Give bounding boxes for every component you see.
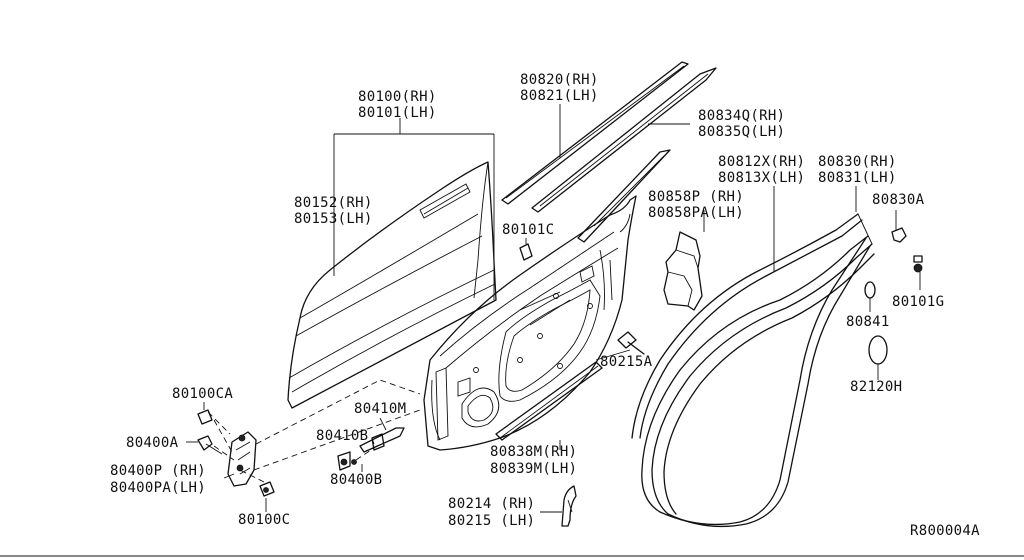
- label-80831: 80831(LH): [818, 170, 897, 186]
- label-80834q: 80834Q(RH): [698, 108, 785, 124]
- assembly-lines: [207, 379, 421, 483]
- label-80835q: 80835Q(LH): [698, 124, 785, 140]
- door-weatherstrip: [631, 213, 875, 528]
- clip-80101c: [519, 243, 533, 261]
- sash-cover: [663, 231, 703, 311]
- plate-80214: [561, 485, 577, 527]
- label-80858pa: 80858PA(LH): [648, 205, 744, 221]
- door-outer-skin: [287, 161, 497, 409]
- label-80820: 80820(RH): [520, 72, 599, 88]
- label-80101g: 80101G: [892, 294, 944, 310]
- label-80410b: 80410B: [316, 428, 368, 444]
- label-80153: 80153(LH): [294, 211, 373, 227]
- label-80858p: 80858P (RH): [648, 189, 744, 205]
- door-inner-panel: [423, 195, 637, 451]
- label-80400b: 80400B: [330, 472, 382, 488]
- label-80400p: 80400P (RH): [110, 463, 206, 479]
- label-80830: 80830(RH): [818, 154, 897, 170]
- label-80813x: 80813X(LH): [718, 170, 805, 186]
- label-82120h: 82120H: [850, 379, 902, 395]
- reference-code: R800004A: [910, 523, 980, 539]
- leader-lines: [186, 104, 921, 513]
- plug-80841: [864, 281, 876, 299]
- clip-80830a: [891, 227, 907, 243]
- label-80830a: 80830A: [872, 192, 925, 208]
- nut-80100ca: [197, 409, 213, 425]
- label-80101c: 80101C: [502, 222, 554, 238]
- label-80214: 80214 (RH): [448, 496, 535, 512]
- bolt-80400a: [197, 435, 213, 451]
- label-80100ca: 80100CA: [172, 386, 233, 402]
- label-80839m: 80839M(LH): [490, 461, 577, 477]
- lower-strip: [495, 361, 603, 441]
- label-80100c: 80100C: [238, 512, 290, 528]
- label-80841: 80841: [846, 314, 890, 330]
- label-80152: 80152(RH): [294, 195, 373, 211]
- check-link: [337, 427, 405, 471]
- label-80101: 80101(LH): [358, 105, 437, 121]
- plug-82120h: [868, 335, 888, 365]
- label-80821: 80821(LH): [520, 88, 599, 104]
- label-80400a: 80400A: [126, 435, 179, 451]
- part-labels: 80100(RH) 80101(LH) 80152(RH) 80153(LH) …: [110, 72, 980, 539]
- hinge-assembly: [197, 409, 275, 497]
- label-80812x: 80812X(RH): [718, 154, 805, 170]
- window-mouldings: [501, 61, 717, 243]
- bolt-80100c: [259, 481, 275, 497]
- label-80215: 80215 (LH): [448, 513, 535, 529]
- label-80100: 80100(RH): [358, 89, 437, 105]
- label-80400pa: 80400PA(LH): [110, 480, 206, 496]
- label-80410m: 80410M: [354, 401, 406, 417]
- label-80215a: 80215A: [600, 354, 653, 370]
- bolt-80215a: [617, 331, 645, 355]
- fastener-80101g: [913, 255, 923, 273]
- small-parts: [519, 227, 923, 527]
- label-80838m: 80838M(RH): [490, 444, 577, 460]
